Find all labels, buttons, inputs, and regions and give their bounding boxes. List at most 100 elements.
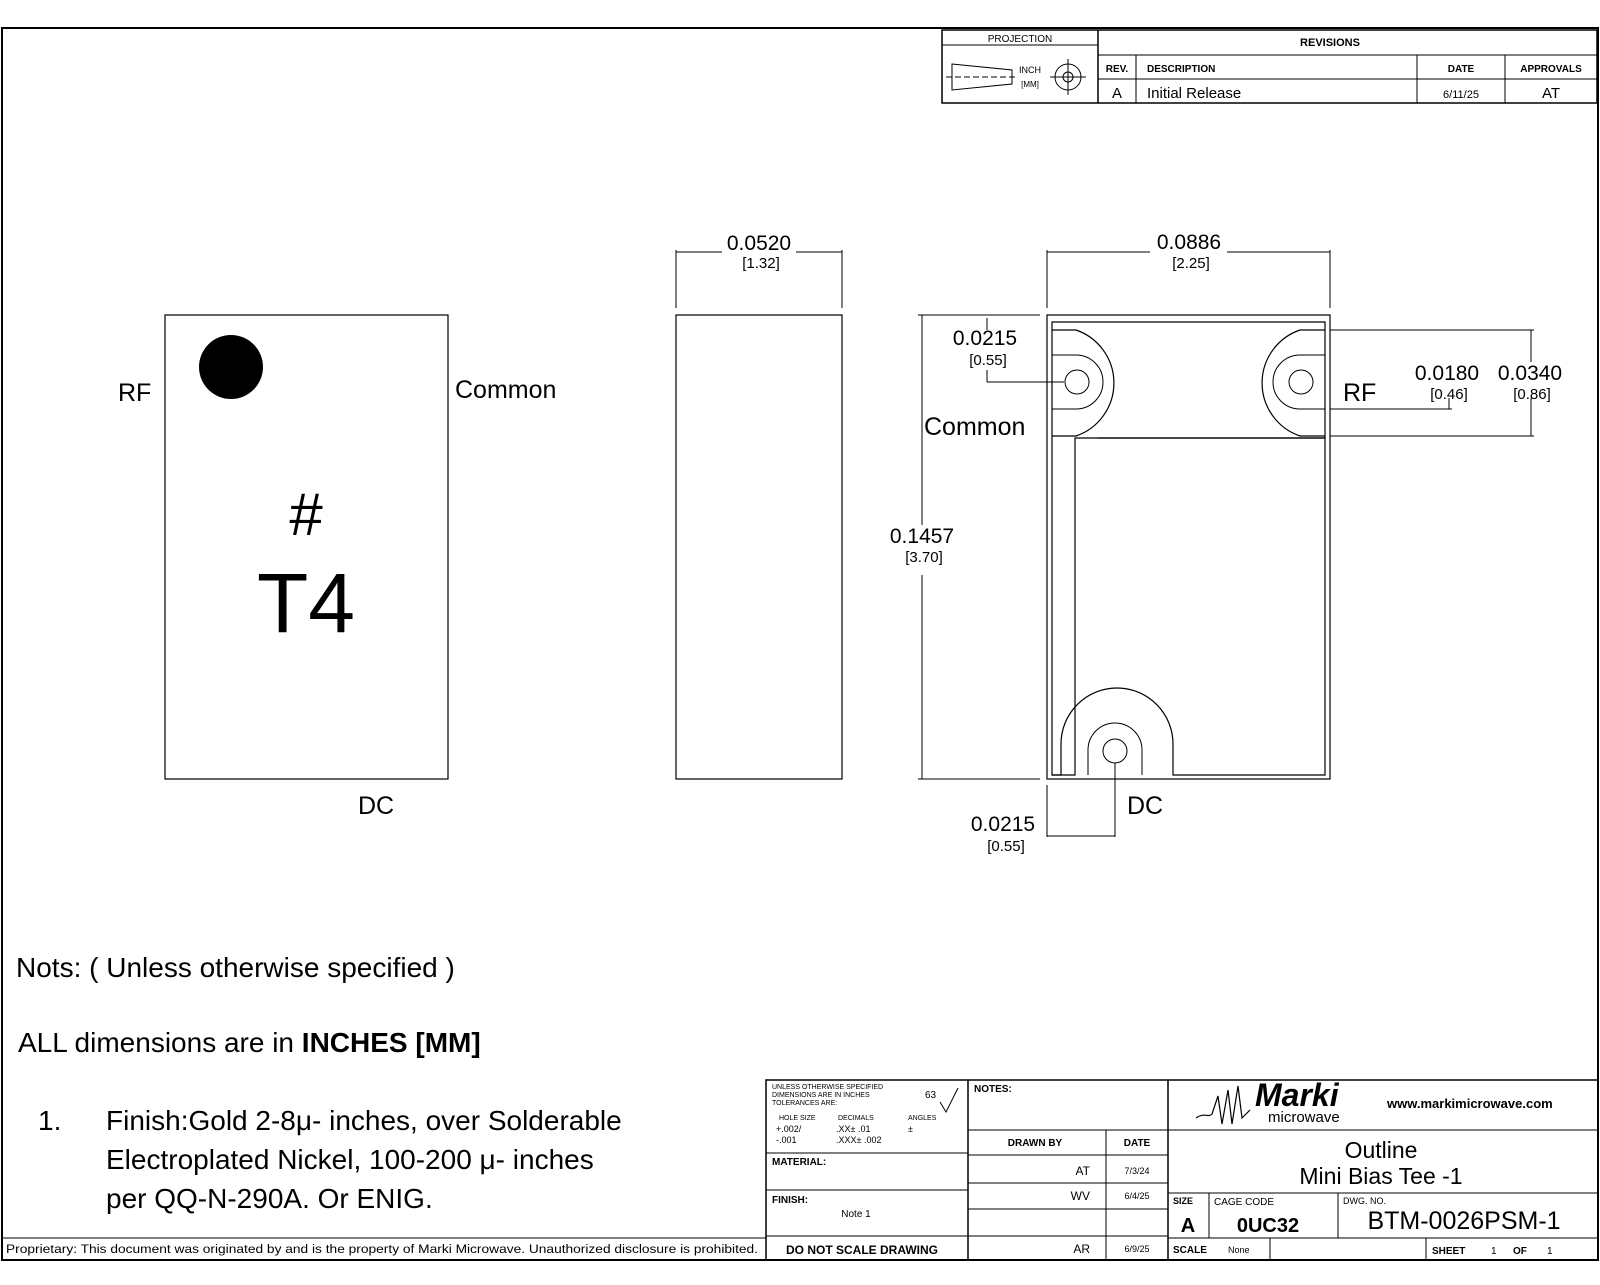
sheet-label: SHEET	[1432, 1246, 1465, 1257]
title-block: UNLESS OTHERWISE SPECIFIED DIMENSIONS AR…	[765, 1077, 1599, 1261]
approvals-value: AT	[1542, 85, 1560, 102]
dwg-no-label: DWG. NO.	[1343, 1196, 1386, 1206]
third-angle-projection-icon	[946, 59, 1086, 95]
tol-xxx: .XXX± .002	[836, 1135, 881, 1145]
side-view: 0.0520 [1.32]	[675, 232, 843, 780]
note-item-number: 1.	[38, 1105, 61, 1136]
side-view-body	[675, 314, 843, 780]
revisions-block: PROJECTION INCH [MM] REVISIONS REV. DESC…	[941, 29, 1598, 104]
top-marking-hash: #	[289, 481, 323, 548]
of-value: 1	[1547, 1246, 1553, 1257]
drawn-by-label: DRAWN BY	[1008, 1138, 1063, 1149]
side-width-inch: 0.0520	[727, 232, 791, 255]
projection-inch: INCH	[1019, 65, 1041, 75]
bottom-height-inch: 0.1457	[890, 525, 954, 548]
rf-pad-inch: 0.0180	[1415, 362, 1479, 385]
scale-label: SCALE	[1173, 1245, 1207, 1256]
common-offset-inch: 0.0215	[953, 327, 1017, 350]
top-view: # T4 RF Common DC	[118, 314, 556, 820]
tol-line3: TOLERANCES ARE:	[772, 1100, 837, 1107]
date-value: 6/11/25	[1443, 89, 1479, 101]
revisions-title: REVISIONS	[1300, 37, 1360, 49]
bottom-label-common: Common	[924, 413, 1025, 441]
bottom-label-dc: DC	[1127, 792, 1163, 820]
drawn-date-2: 6/4/25	[1124, 1191, 1149, 1201]
common-via	[1064, 369, 1090, 395]
size-label: SIZE	[1173, 1196, 1193, 1206]
general-notes: Nots: ( Unless otherwise specified ) ALL…	[16, 952, 622, 1214]
common-offset-mm: [0.55]	[969, 352, 1007, 369]
tol-hole: HOLE SIZE	[779, 1115, 816, 1122]
dwg-no-value: BTM-0026PSM-1	[1367, 1207, 1560, 1235]
approvals-header: APPROVALS	[1520, 64, 1582, 75]
tol-angle-value: ±	[908, 1124, 913, 1134]
tol-xx: .XX± .01	[836, 1124, 870, 1134]
common-pad	[1052, 329, 1115, 437]
of-label: OF	[1513, 1246, 1527, 1257]
top-label-common: Common	[455, 376, 556, 404]
size-value: A	[1181, 1215, 1195, 1237]
sheet-border	[1, 27, 1599, 1261]
rf-span-inch: 0.0340	[1498, 362, 1562, 385]
bottom-width-inch: 0.0886	[1157, 231, 1221, 254]
notes-dims-prefix: ALL dimensions are in	[18, 1027, 302, 1058]
notes-heading: Nots: ( Unless otherwise specified )	[16, 952, 455, 983]
surface-finish-icon	[939, 1087, 959, 1114]
tol-decimals: DECIMALS	[838, 1115, 874, 1122]
top-view-body	[164, 314, 449, 780]
dc-offset-mm: [0.55]	[987, 838, 1025, 855]
note-item-line1: Finish:Gold 2-8μ- inches, over Solderabl…	[106, 1105, 622, 1136]
note-item-line2: Electroplated Nickel, 100-200 μ- inches	[106, 1144, 594, 1175]
note-item-line3: per QQ-N-290A. Or ENIG.	[106, 1183, 433, 1214]
drawing-title-line1: Outline	[1345, 1137, 1418, 1163]
projection-label: PROJECTION	[988, 34, 1052, 45]
pin1-dot	[199, 335, 263, 399]
bottom-label-rf: RF	[1343, 379, 1376, 407]
rf-span-mm: [0.86]	[1513, 386, 1551, 403]
tol-angles: ANGLES	[908, 1115, 937, 1122]
material-label: MATERIAL:	[772, 1157, 826, 1168]
tol-line1: UNLESS OTHERWISE SPECIFIED	[772, 1084, 883, 1091]
side-width-mm: [1.32]	[742, 255, 780, 272]
top-marking-code: T4	[257, 556, 355, 650]
dc-pad	[1087, 722, 1143, 775]
drawing-title-line2: Mini Bias Tee -1	[1299, 1163, 1462, 1189]
date-header: DATE	[1448, 64, 1475, 75]
website: www.markimicrowave.com	[1386, 1096, 1553, 1111]
drawn-name-1: AT	[1076, 1164, 1091, 1178]
do-not-scale: DO NOT SCALE DRAWING	[786, 1243, 938, 1257]
top-label-dc: DC	[358, 792, 394, 820]
marki-brand: Marki	[1255, 1077, 1340, 1113]
rev-value: A	[1112, 85, 1122, 102]
tol-hole-minus: -.001	[776, 1135, 797, 1145]
proprietary-notice: Proprietary: This document was originate…	[6, 1242, 758, 1256]
bottom-view: 0.0886 [2.25] 0.1457 [3.70] 0.0215 [0.55…	[890, 231, 1562, 855]
finish-label: FINISH:	[772, 1195, 808, 1206]
drawn-date-4: 6/9/25	[1124, 1244, 1149, 1254]
dc-offset-inch: 0.0215	[971, 813, 1035, 836]
rf-pad	[1261, 329, 1325, 437]
tol-hole-plus: +.002/	[776, 1124, 802, 1134]
notes-dims: ALL dimensions are in INCHES [MM]	[18, 1027, 481, 1058]
projection-mm: [MM]	[1021, 80, 1039, 89]
dc-via	[1102, 738, 1128, 764]
bottom-width-mm: [2.25]	[1172, 255, 1210, 272]
finish-value: Note 1	[841, 1209, 871, 1220]
drawn-name-4: AR	[1073, 1242, 1090, 1256]
sheet-value: 1	[1491, 1246, 1497, 1257]
description-value: Initial Release	[1147, 85, 1241, 102]
bottom-view-outline	[1046, 314, 1331, 780]
description-header: DESCRIPTION	[1147, 64, 1215, 75]
rev-header: REV.	[1106, 64, 1129, 75]
surface-finish-value: 63	[925, 1090, 937, 1101]
title-notes-label: NOTES:	[974, 1084, 1012, 1095]
tol-line2: DIMENSIONS ARE IN INCHES	[772, 1092, 870, 1099]
drawn-name-2: WV	[1071, 1189, 1090, 1203]
notes-dims-bold: INCHES [MM]	[302, 1027, 481, 1058]
rf-via	[1288, 369, 1314, 395]
marki-wave-icon	[1195, 1085, 1251, 1125]
cage-code-value: 0UC32	[1237, 1215, 1299, 1237]
scale-value: None	[1228, 1245, 1250, 1255]
drawn-date-1: 7/3/24	[1124, 1166, 1149, 1176]
